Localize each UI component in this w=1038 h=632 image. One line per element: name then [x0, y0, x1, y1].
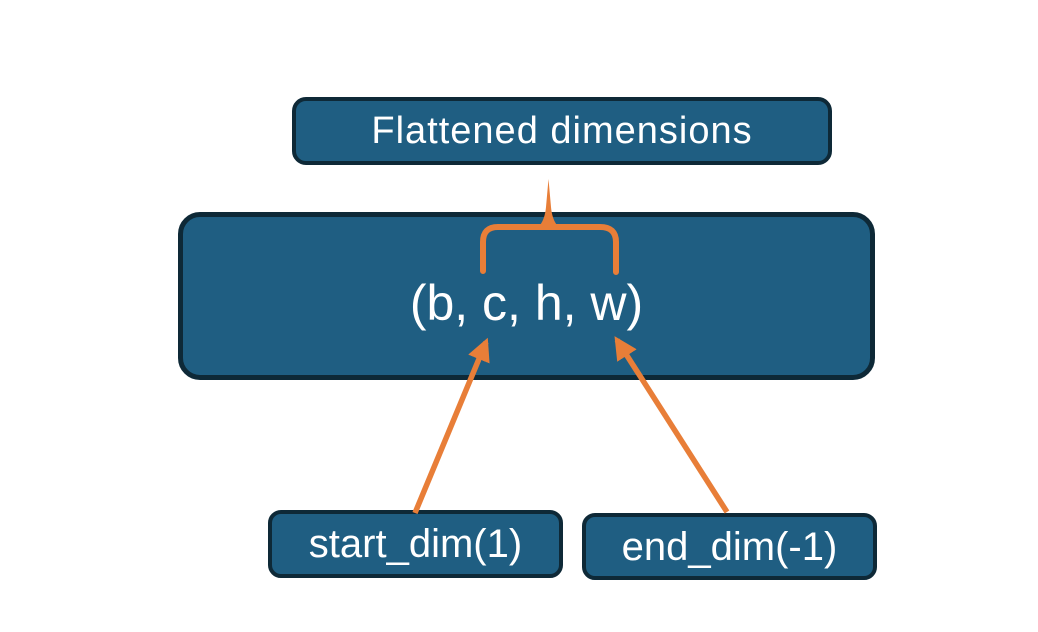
end-dim-node: end_dim(-1)	[582, 513, 877, 580]
flattened-dimensions-label: Flattened dimensions	[371, 110, 753, 152]
start-dim-node: start_dim(1)	[268, 510, 563, 578]
flattened-dimensions-node: Flattened dimensions	[292, 97, 832, 165]
start-dim-label: start_dim(1)	[308, 522, 523, 566]
tensor-shape-label: (b, c, h, w)	[409, 275, 644, 331]
end-dim-label: end_dim(-1)	[621, 524, 838, 569]
tensor-shape-node: (b, c, h, w)	[178, 212, 875, 380]
